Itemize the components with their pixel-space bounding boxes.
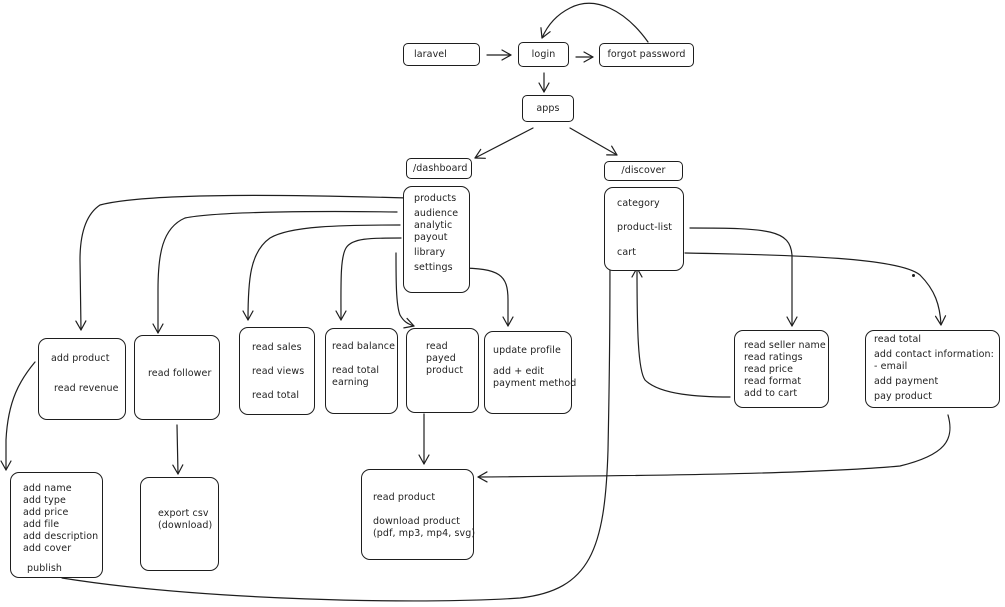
item-read-total: read total [332,365,380,376]
item-download: (download) [158,520,213,531]
item-pay-product: pay product [874,391,933,402]
item-read-sales: read sales [252,342,302,353]
edge-forgot-login [540,2,649,43]
menu-item-product-list[interactable]: product-list [617,222,673,233]
node-discover-label: /discover [621,165,666,176]
node-payout-box[interactable]: read balance read total earning [325,328,398,414]
node-forgot-password[interactable]: forgot password [599,43,694,67]
edge-pay-library [477,414,951,483]
node-product-list-box[interactable]: read seller name read ratings read price… [734,330,829,408]
item-read-total: read total [874,334,922,345]
item-formats: (pdf, mp3, mp4, svg) [373,528,476,539]
node-apps[interactable]: apps [522,95,574,122]
node-login[interactable]: login [518,42,569,67]
edge-follower-export [172,424,184,475]
node-dashboard-menu: products audience analytic payout librar… [403,186,470,293]
stray-dot [912,274,915,277]
node-settings-box[interactable]: update profile add + edit payment method [484,331,577,414]
item-export-csv: export csv [158,508,209,519]
edge-addtocart-cart [631,267,731,398]
node-export-box[interactable]: export csv (download) [140,477,219,571]
item-add-product: add product [51,353,110,364]
edge-cart [684,252,947,326]
node-dashboard[interactable]: /dashboard [406,158,472,179]
menu-item-audience[interactable]: audience [414,208,459,219]
item-payed: payed [426,353,456,364]
item-update-profile: update profile [493,345,561,356]
node-discover[interactable]: /discover [604,161,683,181]
menu-item-category[interactable]: category [617,198,660,209]
node-dashboard-label: /dashboard [413,162,468,174]
item-add-file: add file [23,519,60,530]
item-email: - email [874,361,908,372]
item-read-price: read price [744,364,794,375]
menu-item-products[interactable]: products [414,193,457,204]
menu-item-library[interactable]: library [414,247,446,258]
node-cart-box[interactable]: read total add contact information: - em… [865,330,1000,408]
item-read-seller-name: read seller name [744,340,826,351]
node-library-detail-box[interactable]: read product download product (pdf, mp3,… [361,469,476,560]
item-add-price: add price [23,507,69,518]
item-read-follower: read follower [148,368,212,379]
item-add-type: add type [23,495,66,506]
node-laravel-label: laravel [414,48,447,60]
node-products-box[interactable]: add product read revenue [38,338,126,420]
edge-apps-discover [569,127,618,156]
node-analytic-box[interactable]: read sales read views read total [239,327,315,415]
node-apps-label: apps [536,102,560,114]
item-read-ratings: read ratings [744,352,803,363]
node-forgot-password-label: forgot password [607,49,686,60]
item-add-contact-info: add contact information: [874,349,994,360]
edge-addproduct-form [0,361,36,471]
item-add-to-cart: add to cart [744,388,798,399]
item-add-edit: add + edit [493,366,545,377]
node-add-product-form[interactable]: add name add type add price add file add… [10,472,103,578]
item-add-payment: add payment [874,376,939,387]
item-product: product [426,365,464,376]
item-read-format: read format [744,376,802,387]
item-add-cover: add cover [23,543,72,554]
item-publish: publish [27,563,63,574]
node-laravel[interactable]: laravel [403,43,480,66]
node-discover-menu: category product-list cart [604,187,684,271]
node-audience-box[interactable]: read follower [134,335,220,420]
menu-item-analytic[interactable]: analytic [414,220,453,231]
item-payment-method: payment method [493,378,577,389]
item-read-total: read total [252,390,300,401]
node-library-box[interactable]: read payed product [406,328,479,413]
item-read-views: read views [252,366,305,377]
item-add-name: add name [23,483,72,494]
menu-item-payout[interactable]: payout [414,232,448,243]
menu-item-cart[interactable]: cart [617,247,637,258]
item-read-product: read product [373,492,436,503]
item-read-balance: read balance [332,341,396,352]
item-read-revenue: read revenue [54,383,119,394]
edge-analytic [242,224,401,321]
menu-item-settings[interactable]: settings [414,262,453,273]
item-add-description: add description [23,531,99,542]
item-download-product: download product [373,516,461,527]
node-login-label: login [531,48,556,60]
edge-apps-dashboard [474,127,534,159]
edge-payout [335,237,402,321]
edge-audience [152,210,398,334]
edge-products [75,194,409,331]
item-read: read [426,341,448,352]
item-earning: earning [332,377,369,388]
edge-product-list [689,227,798,327]
